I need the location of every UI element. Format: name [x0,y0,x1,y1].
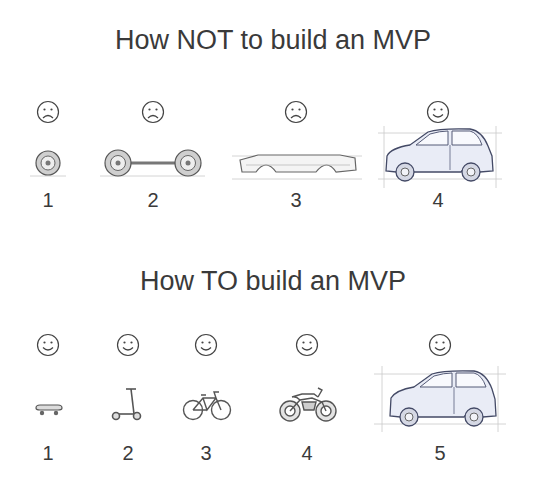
step-number: 2 [122,442,133,464]
step-number: 1 [42,442,53,464]
step-number: 1 [42,189,53,211]
happy-face [430,335,451,356]
title: How NOT to build an MVP [115,26,431,56]
step-number: 4 [301,442,312,464]
scooter [113,389,141,420]
skateboard [36,405,62,415]
step-number: 3 [200,442,211,464]
step-number: 4 [432,189,443,211]
step-number: 2 [147,189,158,211]
step-number: 3 [290,189,301,211]
bicycle [184,392,231,420]
happy-face [428,102,449,123]
faces [38,102,451,356]
car-body [240,155,356,172]
car [390,371,496,426]
happy-face [38,335,59,356]
happy-face [118,335,139,356]
motorcycle [280,388,336,421]
wheel [36,151,60,175]
car [386,129,493,181]
step-number: 5 [434,442,445,464]
sad-face [286,102,307,123]
sad-face [143,102,164,123]
happy-face [196,335,217,356]
construction-lines [30,126,506,432]
section-heading: How TO build an MVP [140,267,406,297]
axle-with-wheels [105,150,201,176]
happy-face [297,335,318,356]
sad-face [38,102,59,123]
